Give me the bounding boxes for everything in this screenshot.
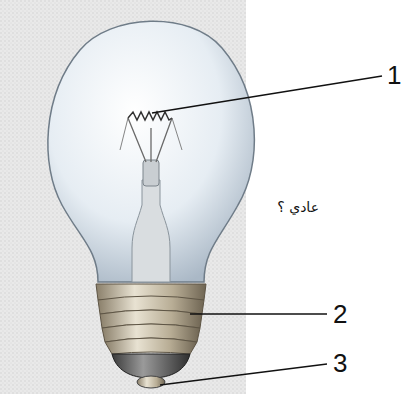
support-wire	[128, 118, 172, 162]
filament	[128, 112, 172, 120]
callout-number: 1	[387, 62, 401, 88]
insulator	[112, 354, 190, 378]
leader-line	[160, 364, 327, 385]
leader-line	[152, 76, 382, 113]
glass-bulb	[48, 21, 255, 282]
question-text: عادي ؟	[277, 200, 319, 214]
screw-thread	[98, 296, 204, 354]
callout-number: 3	[333, 350, 347, 376]
lead-wire	[120, 118, 182, 150]
leader-line	[190, 313, 327, 314]
glass-stem	[132, 180, 170, 282]
base-contact	[137, 376, 165, 388]
callout-number: 2	[333, 301, 347, 327]
stem-press	[143, 160, 159, 186]
